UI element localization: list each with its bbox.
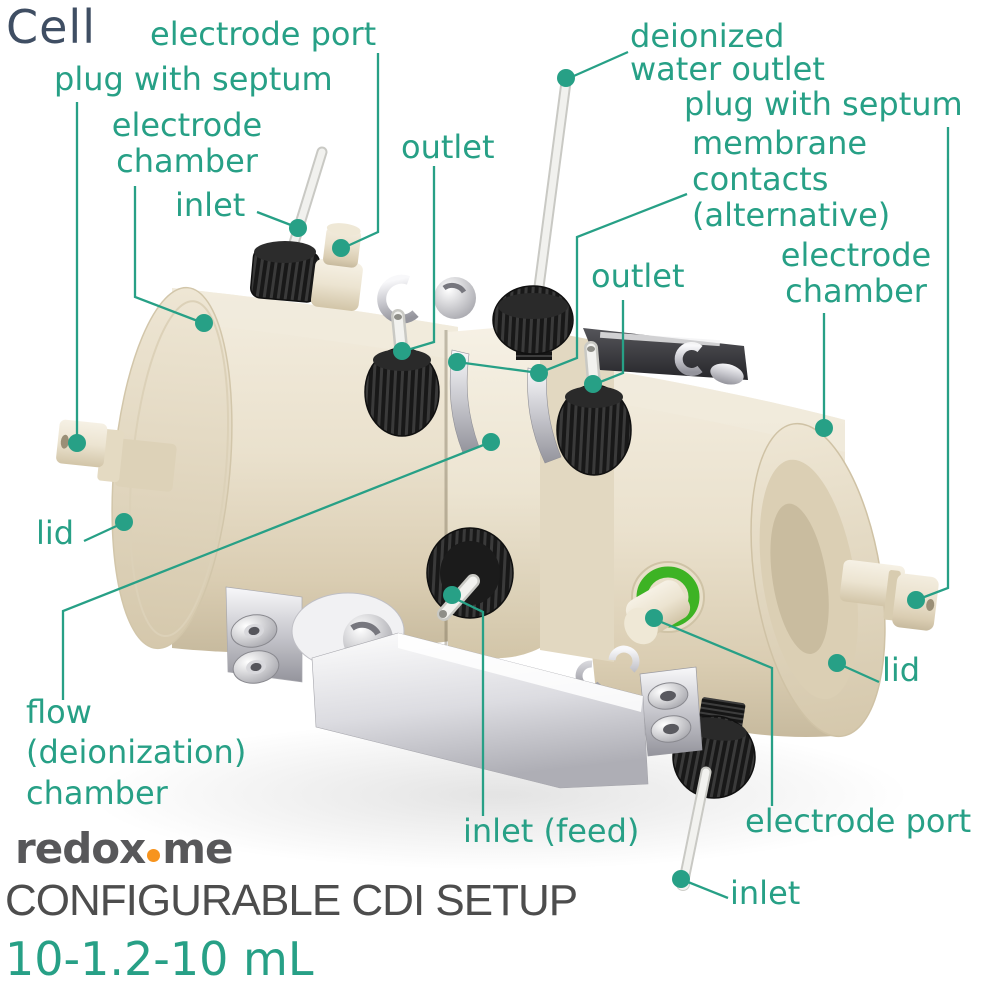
label-membrane-contacts: membrane contacts (alternative) [692,124,891,234]
label-line: deionized [630,17,785,55]
label-line: (deionization) [26,733,247,772]
label-line: (alternative) [692,195,891,234]
brand-logo-part1: redox [15,824,146,873]
brand-logo-part2: me [162,824,233,873]
label-line: water outlet [630,49,825,88]
product-name: CONFIGURABLE CDI SETUP [5,876,578,925]
label-line: electrode [780,236,932,274]
label-deionized-water-outlet: deionized water outlet [630,20,825,85]
clamp-assembly [225,586,649,789]
label-inlet-left: inlet [175,186,246,224]
leader-inlet-left [256,210,307,237]
product-size: 10-1.2-10 mL [5,932,314,986]
label-line: chamber [26,773,168,812]
deionized-water-outlet-port [492,76,574,360]
label-outlet-left: outlet [401,128,495,166]
clamp-hardware-bottom [575,645,703,757]
leader-lid-right [828,654,880,684]
leader-electrode-port-top [332,53,380,257]
leader-membrane-contacts [448,192,688,382]
label-line: membrane [692,124,868,162]
label-electrode-chamber-right: electrode chamber [770,236,942,310]
label-lid-right: lid [882,651,921,689]
leader-plug-with-septum-left [68,102,86,452]
leader-inlet-bottom [672,870,729,900]
leader-plug-with-septum-right [907,127,950,609]
label-electrode-port-top: electrode port [150,15,377,53]
label-line: chamber [785,271,927,310]
leader-deionized-water-outlet [557,50,629,87]
plug-with-septum-left-port [56,419,177,492]
label-flow-chamber: flow (deionization) chamber [26,692,246,813]
leader-inlet-feed [443,586,485,816]
label-inlet-feed: inlet (feed) [463,812,640,850]
plug-with-septum-right-port [839,559,939,631]
label-plug-with-septum-right: plug with septum [684,85,963,123]
label-line: flow [26,693,92,731]
leader-electrode-port-bottom [645,609,774,806]
leader-electrode-chamber-left [133,186,213,332]
leader-outlet-right [584,300,625,393]
page-title: Cell [6,0,96,54]
label-line: contacts [692,159,829,198]
leader-electrode-chamber-right [815,313,833,437]
brand-logo-dot-icon [147,849,161,862]
electrode-chamber-inlet-port [250,146,328,303]
label-lid-left: lid [36,514,75,552]
leader-flow-chamber [61,433,500,700]
leader-outlet-left [393,166,436,360]
label-plug-with-septum-left: plug with septum [54,60,333,98]
label-line: electrode [111,106,263,144]
label-inlet-bottom: inlet [730,874,801,912]
lid-right-body [750,422,886,738]
label-outlet-right: outlet [591,257,685,295]
label-electrode-port-bottom: electrode port [745,802,972,840]
leader-lines [61,50,950,900]
label-electrode-chamber-left: electrode chamber [103,106,271,180]
label-line: chamber [116,141,258,180]
outlet-right-port [556,341,632,476]
leader-lid-left [83,513,133,543]
electrode-port-top-plug [310,223,363,311]
